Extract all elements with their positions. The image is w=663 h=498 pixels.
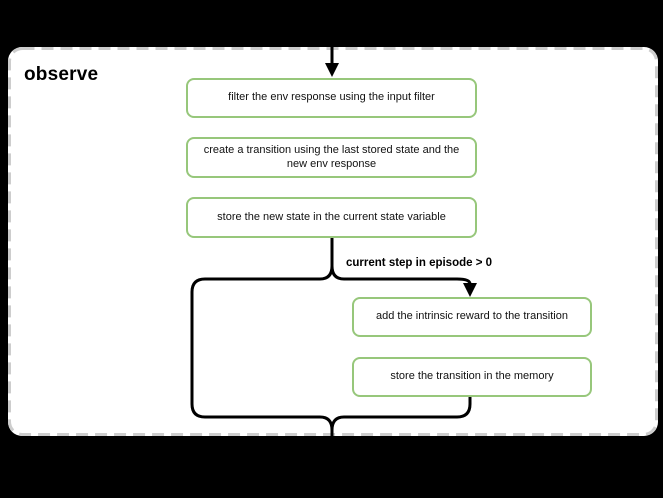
node-filter-env-response: filter the env response using the input … (186, 78, 477, 118)
node-label: filter the env response using the input … (228, 91, 435, 104)
node-label: store the transition in the memory (390, 370, 554, 383)
true-branch-connector (330, 265, 472, 285)
group-title: observe (24, 64, 99, 85)
condition-label: current step in episode > 0 (346, 257, 493, 269)
node-label: add the intrinsic reward to the transiti… (376, 310, 568, 323)
node-store-transition-memory: store the transition in the memory (352, 357, 592, 397)
flow-in-arrowhead (325, 63, 339, 77)
skip-branch-connector (190, 265, 334, 446)
node-add-intrinsic-reward: add the intrinsic reward to the transiti… (352, 297, 592, 337)
node-label: create a transition using the last store… (203, 144, 460, 170)
merge-out-connector (330, 397, 472, 446)
node-label: store the new state in the current state… (217, 210, 446, 223)
node-create-transition: create a transition using the last store… (186, 137, 477, 178)
true-branch-arrowhead (463, 283, 477, 297)
node-store-new-state: store the new state in the current state… (186, 197, 477, 238)
